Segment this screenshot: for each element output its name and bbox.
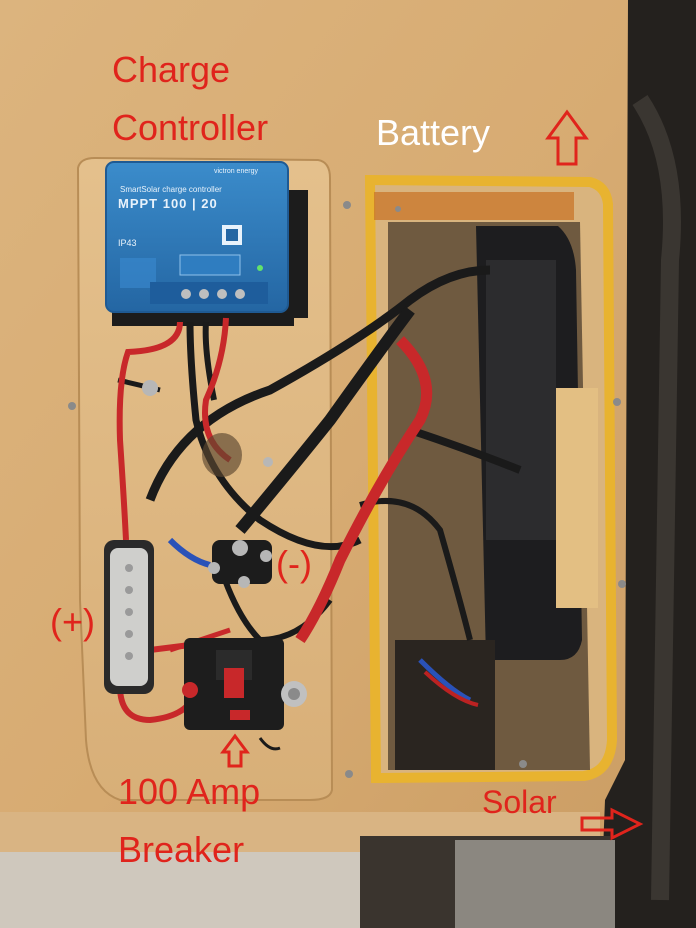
controller-product: SmartSolar charge controller — [120, 185, 222, 194]
right-arrow-icon — [580, 807, 644, 841]
up-arrow-icon — [545, 109, 589, 166]
label-breaker: Breaker — [118, 829, 245, 870]
negative-bus-bar — [212, 540, 272, 584]
battery-negative-cable — [235, 306, 415, 534]
label-100-amp: 100 Amp — [118, 771, 261, 812]
status-led — [257, 265, 263, 271]
label-charge: Charge — [112, 49, 231, 90]
controller-rating: IP43 — [118, 238, 137, 248]
label-positive: (+) — [50, 601, 95, 642]
up-arrow-icon — [220, 733, 250, 768]
controller-model: MPPT 100 | 20 — [118, 196, 218, 211]
positive-wire — [116, 321, 183, 541]
label-solar: Solar — [482, 784, 557, 820]
negative-wire — [186, 321, 362, 551]
label-negative: (-) — [276, 543, 312, 584]
label-controller: Controller — [112, 107, 269, 148]
battery-positive-cable — [295, 336, 433, 644]
controller-brand: victron energy — [214, 168, 258, 175]
label-battery: Battery — [376, 112, 491, 153]
battery-strap-block — [556, 388, 598, 608]
